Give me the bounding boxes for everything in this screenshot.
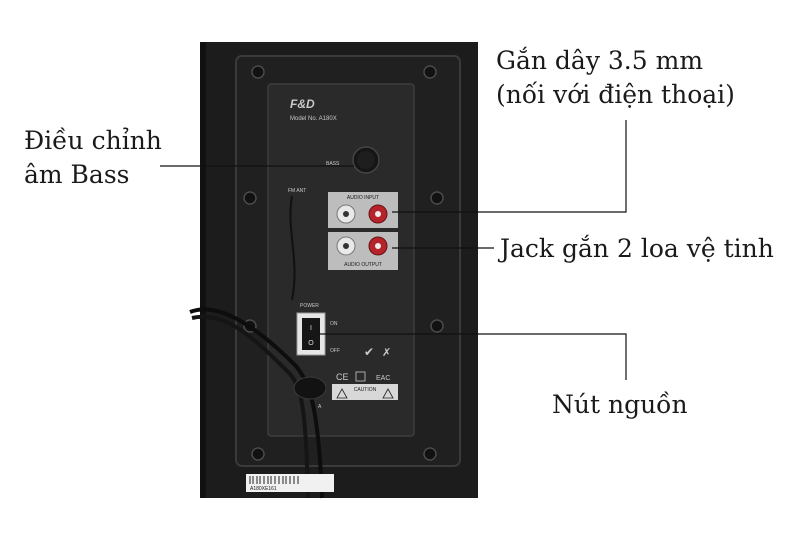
- fm-antenna-label: FM ANT: [288, 188, 306, 194]
- leader-line-power: [318, 333, 627, 380]
- bass-knob-label: BASS: [326, 161, 340, 167]
- screw: [423, 65, 437, 79]
- callout-satellite-jacks: Jack gắn 2 loa vệ tinh: [500, 232, 774, 266]
- callout-3.5mm-jack: Gắn dây 3.5 mm (nối với điện thoại): [496, 44, 735, 112]
- power-label: POWER: [300, 303, 319, 309]
- fm-antenna-wire: [289, 195, 296, 301]
- cabinet-edge: [200, 42, 206, 498]
- leader-line-3.5mm: [392, 120, 627, 213]
- rca-input-white-hole: [343, 211, 349, 217]
- callout-bass-line2: âm Bass: [24, 160, 130, 189]
- cable-grommet: [293, 376, 327, 400]
- brand-logo: F&D: [290, 97, 315, 111]
- callout-power-button: Nút nguồn: [552, 388, 688, 422]
- barcode-icon: [249, 476, 299, 484]
- power-switch[interactable]: [302, 318, 320, 350]
- switch-on-mark: I: [310, 325, 312, 332]
- model-number: Model No. A180X: [290, 116, 337, 122]
- square-symbol-icon: [355, 371, 366, 382]
- caution-text: CAUTION: [354, 387, 377, 393]
- bass-knob-cap: [357, 151, 375, 169]
- rca-input-red-hole: [375, 211, 381, 217]
- callout-3.5mm-line2: (nối với điện thoại): [496, 80, 735, 109]
- ce-mark-icon: CE: [336, 372, 349, 382]
- on-label: ON: [330, 321, 338, 327]
- eac-mark-icon: EAC: [376, 375, 390, 382]
- screw: [243, 191, 257, 205]
- off-label: OFF: [330, 348, 340, 354]
- warning-triangle-icon: [382, 388, 394, 399]
- warning-triangle-icon: [336, 388, 348, 399]
- rca-output-white-hole: [343, 243, 349, 249]
- weee-bin-icon: ✗: [382, 347, 391, 359]
- caution-label: [332, 384, 398, 400]
- screw: [251, 447, 265, 461]
- screw: [251, 65, 265, 79]
- callout-bass: Điều chỉnh âm Bass: [24, 124, 162, 192]
- check-mark-icon: ✔: [364, 345, 374, 359]
- audio-output-label: AUDIO OUTPUT: [344, 262, 382, 268]
- screw: [430, 191, 444, 205]
- callout-bass-line1: Điều chỉnh: [24, 126, 162, 155]
- power-cable-second: [191, 314, 310, 499]
- callout-3.5mm-line1: Gắn dây 3.5 mm: [496, 46, 704, 75]
- amperage-text: A: [318, 404, 322, 410]
- screw: [430, 319, 444, 333]
- callout-power-text: Nút nguồn: [552, 390, 688, 419]
- rca-output-red-hole: [375, 243, 381, 249]
- audio-input-label: AUDIO INPUT: [347, 195, 379, 201]
- switch-off-mark: O: [308, 340, 314, 347]
- screw: [423, 447, 437, 461]
- power-cable: [189, 307, 324, 499]
- callout-satellite-text: Jack gắn 2 loa vệ tinh: [500, 234, 774, 263]
- serial-number: A180XE161: [250, 486, 277, 492]
